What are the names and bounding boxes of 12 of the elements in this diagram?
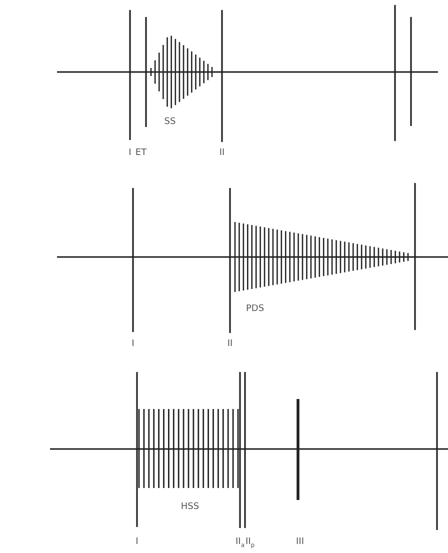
axis-label: ET xyxy=(135,149,147,158)
axis-label: PDS xyxy=(246,305,264,314)
axis-label: III xyxy=(296,538,304,547)
axis-label: HSS xyxy=(180,503,200,512)
axis-label: II$_{p}$ xyxy=(245,538,255,549)
axis-label: II xyxy=(219,149,225,158)
axis-label: I xyxy=(132,340,134,349)
axis-label: II$_{a}$ xyxy=(236,538,244,549)
axis-label: I xyxy=(128,149,132,158)
axis-label: SS xyxy=(164,118,176,127)
axis-label: I xyxy=(136,538,138,547)
axis-label: II xyxy=(227,340,233,349)
